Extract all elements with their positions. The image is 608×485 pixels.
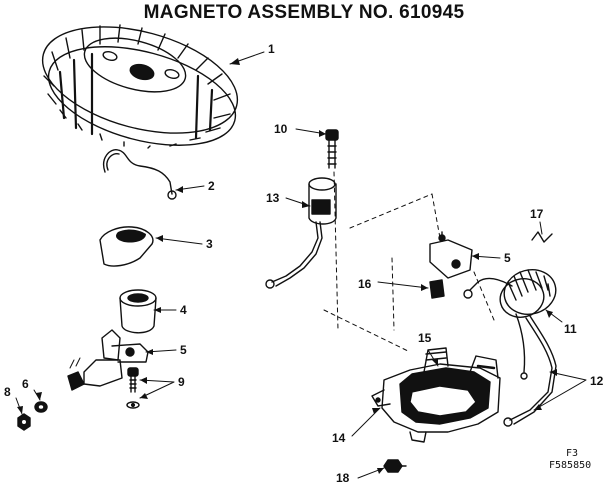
screw-bottom-part: [383, 459, 407, 473]
callout-1: 1: [268, 42, 275, 56]
callout-8: 8: [4, 385, 11, 399]
clip-part: [429, 279, 445, 299]
callout-3: 3: [206, 237, 213, 251]
flywheel-part: [41, 24, 239, 149]
callout-14: 14: [332, 431, 346, 445]
callout-4: 4: [180, 303, 187, 317]
sleeve-part: [119, 289, 157, 334]
figure-code-1: F3: [566, 448, 579, 459]
diagram-title: MAGNETO ASSEMBLY NO. 610945: [143, 2, 465, 23]
lead-wire-part: [503, 315, 557, 427]
callout-5-right: 5: [504, 251, 511, 265]
washer-part: [34, 401, 48, 413]
shield-part: [99, 226, 154, 267]
callout-13: 13: [266, 191, 280, 205]
callout-10: 10: [274, 122, 288, 136]
callout-11: 11: [564, 322, 577, 336]
callout-numbers: 1 2 3 4 5 5 6 8 9 10 11 12 13 14 15 16 1…: [4, 42, 604, 485]
callout-12: 12: [590, 374, 604, 388]
callout-9: 9: [178, 375, 185, 389]
callout-16: 16: [358, 277, 372, 291]
screw-washer-part: [126, 367, 140, 409]
bracket-right-part: [429, 231, 473, 279]
callout-2: 2: [208, 179, 215, 193]
callout-18: 18: [336, 471, 350, 485]
callout-5-left: 5: [180, 343, 187, 357]
condenser-part: [265, 177, 337, 289]
figure-code-2: F585850: [549, 460, 592, 471]
bracket-lever-part: [67, 329, 149, 391]
coil-part: [463, 269, 557, 380]
assembly-guide-lines: [323, 171, 495, 353]
callout-15: 15: [418, 331, 432, 345]
wire-clip-part: [103, 149, 177, 200]
base-plate-part: [371, 347, 501, 443]
callout-17: 17: [530, 207, 544, 221]
callout-6: 6: [22, 377, 29, 391]
screw-top-part: [325, 129, 339, 169]
arrowheads: [17, 58, 557, 474]
wire-part: [531, 231, 553, 243]
nut-part: [17, 413, 31, 431]
